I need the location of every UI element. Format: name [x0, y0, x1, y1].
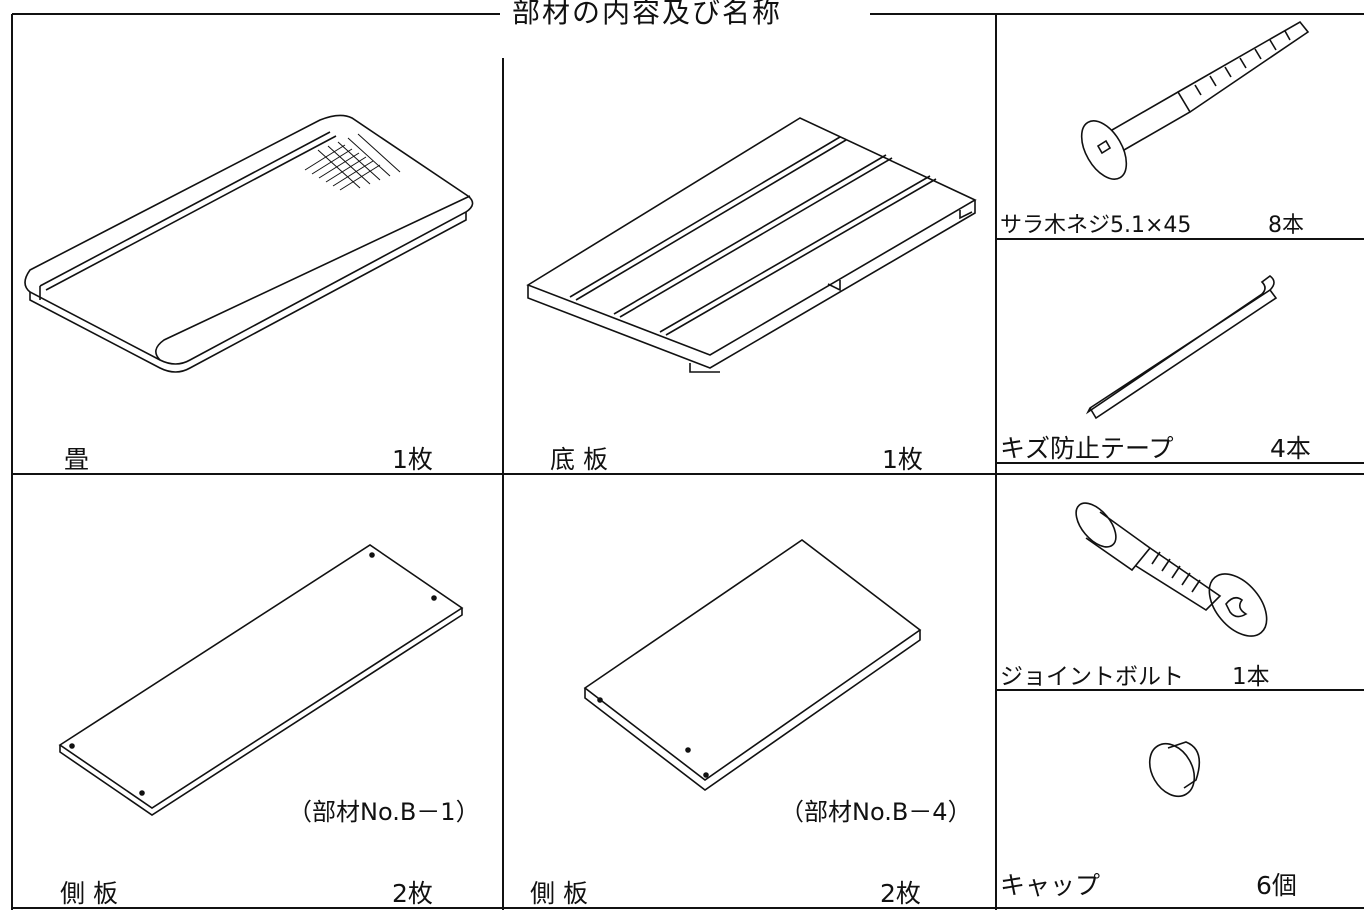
- side-board-b1-illustration: [58, 544, 464, 816]
- side-board-b4-qty: 2枚: [880, 879, 921, 908]
- screw-illustration: [1080, 20, 1310, 180]
- side-board-b4-name: 側 板: [530, 879, 588, 908]
- tatami-name: 畳: [64, 445, 90, 474]
- tape-qty: 4本: [1270, 434, 1311, 463]
- cap-illustration: [1148, 741, 1201, 798]
- tape-name: キズ防止テープ: [1000, 434, 1174, 463]
- tape-illustration: [1085, 274, 1278, 420]
- side-board-b1-qty: 2枚: [392, 879, 433, 908]
- screw-qty: 8本: [1268, 213, 1304, 238]
- bottom-board-name: 底 板: [550, 445, 608, 474]
- cap-qty: 6個: [1256, 871, 1297, 900]
- cap-name: キャップ: [1000, 871, 1101, 900]
- side-board-b1-part-number: （部材No.B－1）: [288, 798, 480, 826]
- tatami-illustration: [24, 114, 474, 373]
- page-title: 部材の内容及び名称: [500, 0, 795, 32]
- side-board-b1-name: 側 板: [60, 879, 118, 908]
- joint-bolt-name: ジョイントボルト: [1000, 664, 1184, 690]
- screw-name: サラ木ネジ5.1×45: [1000, 213, 1192, 238]
- side-board-b4-part-number: （部材No.B－4）: [780, 798, 972, 826]
- bottom-board-illustration: [526, 117, 977, 373]
- bottom-board-qty: 1枚: [882, 445, 923, 474]
- joint-bolt-illustration: [1075, 502, 1268, 637]
- side-board-b4-illustration: [583, 539, 922, 791]
- joint-bolt-qty: 1本: [1232, 664, 1270, 690]
- tatami-qty: 1枚: [392, 445, 433, 474]
